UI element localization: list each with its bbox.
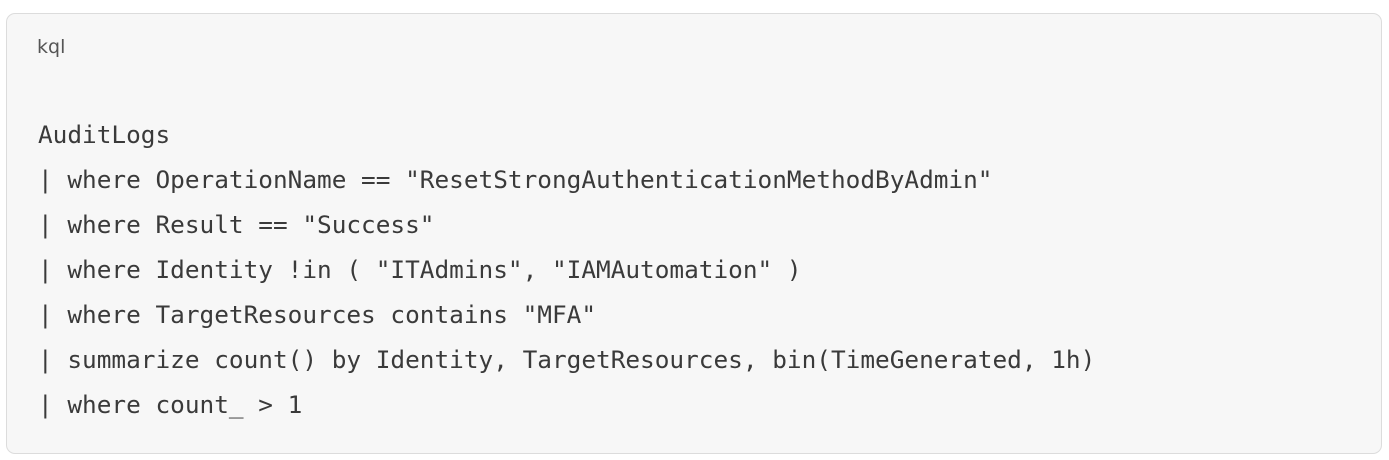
code-line: | where count_ > 1: [38, 390, 303, 419]
code-line: | where Identity !in ( "ITAdmins", "IAMA…: [38, 255, 802, 284]
code-line: | where OperationName == "ResetStrongAut…: [38, 165, 993, 194]
language-label: kql: [37, 36, 66, 58]
code-line: | summarize count() by Identity, TargetR…: [38, 345, 1096, 374]
code-line: | where TargetResources contains "MFA": [38, 300, 597, 329]
code-content[interactable]: AuditLogs | where OperationName == "Reset…: [38, 112, 1095, 427]
code-line: | where Result == "Success": [38, 210, 435, 239]
code-block: kql AuditLogs | where OperationName == "R…: [6, 13, 1382, 454]
code-line: AuditLogs: [38, 120, 171, 149]
